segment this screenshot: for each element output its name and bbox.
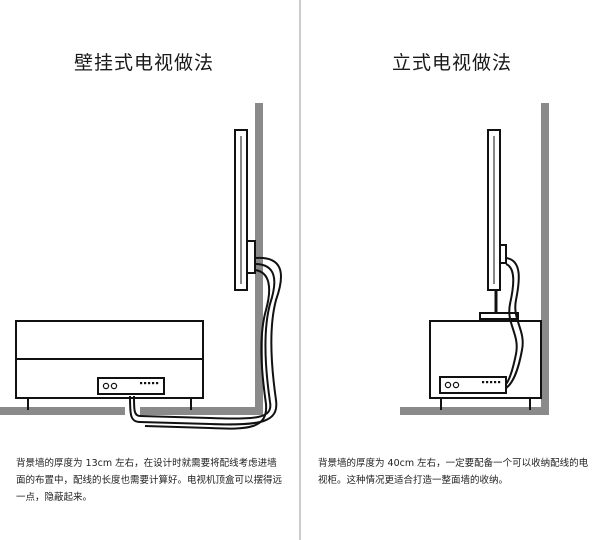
left-floor-left [0, 407, 125, 415]
left-tv-cabinet [15, 320, 204, 410]
right-panel-title: 立式电视做法 [392, 52, 513, 74]
right-back-wall [541, 103, 549, 415]
left-wall-tv [234, 129, 256, 291]
left-set-top-box [97, 377, 165, 395]
right-set-top-box [439, 376, 507, 394]
right-standing-tv [479, 129, 519, 320]
right-scene [400, 103, 549, 415]
right-panel-description: 背景墙的厚度为 40cm 左右，一定要配备一个可以收纳配线的电视柜。这种情况更适… [318, 458, 589, 486]
left-panel-title: 壁挂式电视做法 [74, 52, 215, 74]
left-back-wall [255, 103, 263, 415]
left-floor-right [140, 407, 263, 415]
left-panel-description: 背景墙的厚度为 13cm 左右，在设计时就需要将配线考虑进墙面的布置中，配线的长… [16, 458, 283, 503]
left-cables [129, 256, 282, 430]
left-scene [0, 103, 282, 430]
right-cables [505, 257, 524, 389]
right-tv-cabinet [429, 320, 542, 410]
right-floor [400, 407, 549, 415]
